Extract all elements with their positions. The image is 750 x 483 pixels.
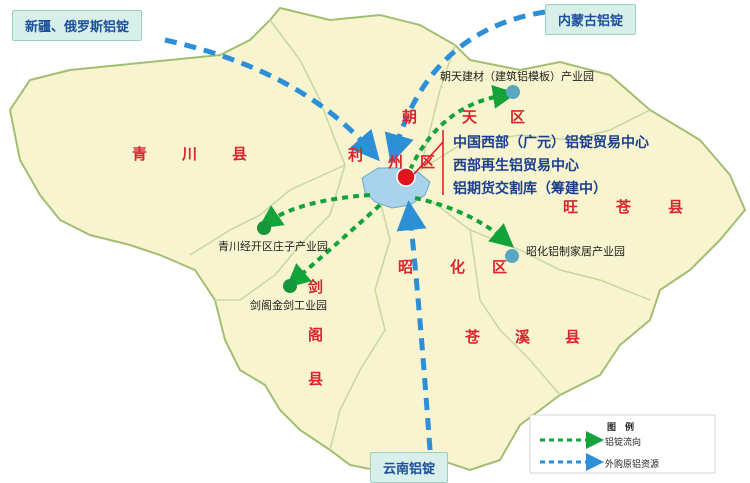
district-qingchuan-char-2: 川 <box>182 145 198 163</box>
district-chaotian-char-2: 天 <box>462 108 478 126</box>
qingchuan-park-marker <box>257 221 271 235</box>
district-jiange-char-3: 县 <box>308 370 324 388</box>
flow-to-jiange <box>285 203 382 288</box>
district-qingchuan-char-3: 县 <box>232 145 248 163</box>
district-lizhou-char-2: 州 <box>388 153 404 171</box>
district-cangxi-char-3: 县 <box>565 328 581 346</box>
district-qingchuan-char-1: 青 <box>132 145 148 163</box>
hub-line-2: 西部再生铝贸易中心 <box>453 158 579 174</box>
jiange-park-marker <box>283 279 297 293</box>
district-lizhou-char-1: 利 <box>348 146 364 164</box>
district-chaotian-char-3: 区 <box>510 108 526 126</box>
source-xinjiang-russia-label: 新疆、俄罗斯铝锭 <box>12 10 143 41</box>
hub-line-3: 铝期货交割库（筹建中） <box>453 181 607 197</box>
flow-yunnan <box>396 200 433 451</box>
chaotian-park-marker <box>506 85 520 99</box>
district-wangcang-char-2: 苍 <box>616 198 632 216</box>
chaotian-park-label: 朝天建材（建筑铝模板）产业园 <box>440 70 594 83</box>
district-chaotian-char-1: 朝 <box>402 108 418 126</box>
district-cangxi-char-2: 溪 <box>515 328 531 346</box>
source-inner-mongolia-label: 内蒙古铝锭 <box>545 4 637 35</box>
flow-inner-mongolia <box>384 9 546 165</box>
flow-xinjiang-russia <box>164 37 380 162</box>
district-lizhou-char-3: 区 <box>420 153 436 171</box>
district-wangcang-char-1: 旺 <box>563 198 579 216</box>
flow-to-zhaohua <box>414 196 515 248</box>
hub-line-1: 中国西部（广元）铝锭贸易中心 <box>453 135 649 151</box>
district-zhaohua-char-1: 昭 <box>398 258 414 276</box>
hub-marker <box>396 167 416 187</box>
flow-to-qingchuan <box>258 193 371 229</box>
legend-title: 图 例 <box>607 423 635 433</box>
flow-to-chaotian <box>408 84 517 171</box>
district-zhaohua-char-2: 化 <box>450 258 466 276</box>
district-wangcang-char-3: 县 <box>668 198 684 216</box>
jiange-park-label: 剑阁金剑工业园 <box>250 299 327 312</box>
district-zhaohua-char-3: 区 <box>492 258 508 276</box>
zhaohua-park-label: 昭化铝制家居产业园 <box>526 245 625 258</box>
source-yunnan-label: 云南铝锭 <box>370 452 449 483</box>
zhaohua-park-marker <box>505 249 519 263</box>
district-boundaries <box>189 19 651 451</box>
district-cangxi-char-1: 苍 <box>465 328 481 346</box>
legend-external-resource: 外购原铝资源 <box>605 460 660 470</box>
district-jiange-char-1: 剑 <box>308 278 324 296</box>
legend-ingot-flow: 铝锭流向 <box>605 438 642 448</box>
region-outline <box>8 6 747 477</box>
qingchuan-park-label: 青川经开区庄子产业园 <box>218 240 328 253</box>
hub-leader-line <box>413 141 444 175</box>
legend <box>529 414 716 474</box>
district-jiange-char-2: 阁 <box>308 326 324 344</box>
